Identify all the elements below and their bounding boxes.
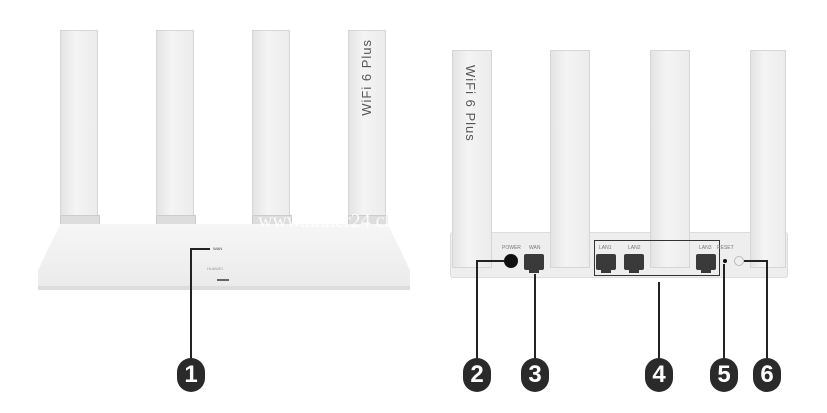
antenna-logo: WiFi 6 Plus: [359, 39, 374, 116]
callout-2: 2: [463, 358, 491, 392]
lan2-port[interactable]: [624, 254, 644, 273]
antenna: [550, 50, 590, 268]
antenna-logo: WiFi 6 Plus: [463, 65, 478, 142]
antenna: [252, 30, 290, 225]
callout-3: 3: [521, 358, 549, 392]
watermark: www.nnner24 chho my: [258, 210, 446, 232]
status-light: [217, 279, 229, 281]
antenna: [750, 50, 786, 268]
lan-group-box: [594, 240, 720, 276]
antenna: [60, 30, 98, 225]
reset-label: RESET: [717, 245, 734, 251]
callout-1: 1: [177, 358, 205, 392]
lan1-label: LAN1: [599, 245, 612, 251]
reset-button[interactable]: [723, 259, 727, 263]
power-port[interactable]: [504, 254, 518, 268]
lan3-label: LAN3: [699, 245, 712, 251]
lan1-port[interactable]: [596, 254, 616, 273]
antenna: [650, 50, 690, 268]
callout-6: 6: [753, 358, 781, 392]
indicator-label: WAN: [213, 246, 223, 251]
router-rear-body: [450, 232, 788, 278]
wan-port[interactable]: [524, 254, 544, 273]
lan2-label: LAN2: [628, 245, 641, 251]
antenna: [156, 30, 194, 225]
callout-4: 4: [645, 358, 673, 392]
antenna: WiFi 6 Plus: [452, 50, 492, 268]
antenna: WiFi 6 Plus: [348, 30, 386, 225]
callout-5: 5: [710, 358, 738, 392]
power-label: POWER: [502, 245, 521, 251]
lan3-port[interactable]: [696, 254, 716, 273]
wan-label: WAN: [529, 245, 541, 251]
wps-button[interactable]: [734, 256, 744, 266]
brand-label: HUAWEI: [207, 266, 223, 271]
